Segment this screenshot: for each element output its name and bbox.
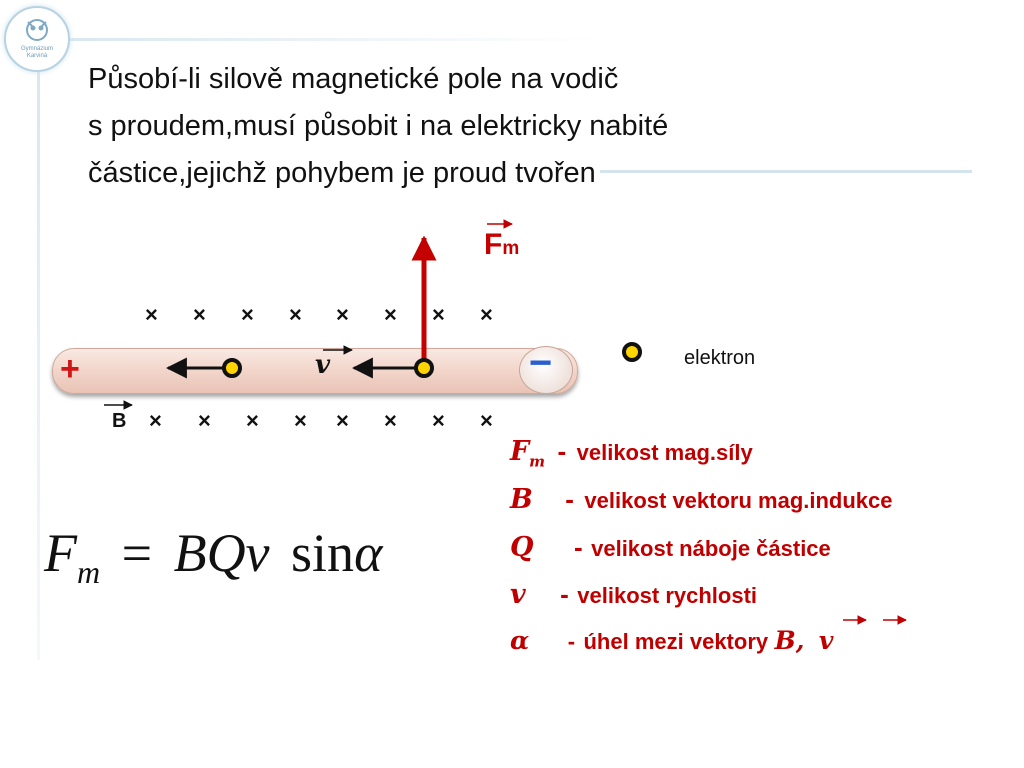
legend-row-v: v - velikost rychlosti bbox=[510, 579, 757, 610]
title-line-1: Působí-li silově magnetické pole na vodi… bbox=[88, 63, 619, 95]
cross-mark: × bbox=[193, 302, 206, 327]
legend-dash: - bbox=[565, 484, 574, 514]
formula-rhs-vars: BQv bbox=[173, 523, 270, 583]
legend-row-alpha: α - úhel mezi vektory B, v bbox=[510, 626, 833, 655]
cross-mark: × bbox=[480, 408, 493, 433]
formula-lhs: F bbox=[44, 523, 77, 583]
legend-dash: - bbox=[560, 579, 569, 609]
legend-dash: - bbox=[557, 436, 567, 466]
cross-mark: × bbox=[246, 408, 259, 433]
b-vector-label: B bbox=[112, 410, 127, 432]
title-line-3: částice,jejichž pohybem je proud tvořen bbox=[88, 157, 596, 189]
legend-row-q: Q - velikost náboje částice bbox=[510, 532, 831, 563]
plus-terminal: + bbox=[60, 350, 80, 388]
legend-dash: - bbox=[567, 629, 576, 654]
legend-text: velikost náboje částice bbox=[591, 536, 831, 561]
minus-terminal: − bbox=[529, 341, 553, 385]
formula-angle: α bbox=[354, 523, 383, 583]
title-line-2: s proudem,musí působit i na elektricky n… bbox=[88, 110, 669, 142]
legend-row-b: B - velikost vektoru mag.indukce bbox=[510, 484, 893, 515]
force-label: Fm bbox=[484, 228, 519, 262]
cross-mark: × bbox=[241, 302, 254, 327]
legend-text: úhel mezi vektory bbox=[583, 629, 769, 654]
electron-legend-label: elektron bbox=[684, 347, 756, 369]
legend-symbol: Fm bbox=[510, 436, 546, 471]
slide-title: Působí-li silově magnetické pole na vodi… bbox=[88, 56, 948, 197]
legend-vector-b: B, bbox=[774, 626, 805, 655]
legend-row-fm: Fm - velikost mag.síly bbox=[510, 436, 753, 470]
cross-mark: × bbox=[294, 408, 307, 433]
electron-dot bbox=[222, 358, 242, 378]
cross-mark: × bbox=[384, 408, 397, 433]
cross-mark: × bbox=[432, 302, 445, 327]
force-label-sub: m bbox=[502, 238, 520, 259]
cross-mark: × bbox=[336, 302, 349, 327]
legend-vector-v: v bbox=[818, 626, 834, 655]
legend-text: velikost rychlosti bbox=[577, 583, 758, 608]
cross-mark: × bbox=[149, 408, 162, 433]
minus-terminal-circle bbox=[519, 346, 573, 394]
slide-frame-horizontal bbox=[40, 38, 600, 41]
legend-text: velikost vektoru mag.indukce bbox=[584, 488, 893, 513]
electron-dot bbox=[414, 358, 434, 378]
legend-text: velikost mag.síly bbox=[576, 440, 753, 465]
force-label-main: F bbox=[484, 228, 503, 261]
velocity-label: v bbox=[315, 350, 331, 380]
cross-mark: × bbox=[432, 408, 445, 433]
cross-mark: × bbox=[480, 302, 493, 327]
cross-mark: × bbox=[289, 302, 302, 327]
formula-sin: sin bbox=[291, 523, 355, 583]
cross-mark: × bbox=[198, 408, 211, 433]
cross-mark: × bbox=[336, 408, 349, 433]
legend-symbol: Q bbox=[510, 532, 534, 563]
legend-symbol: α bbox=[510, 626, 530, 655]
cross-mark: × bbox=[145, 302, 158, 327]
logo-text: Gymnázium Karviná bbox=[20, 46, 53, 59]
electron-legend-dot bbox=[622, 342, 642, 362]
formula-lhs-sub: m bbox=[77, 553, 101, 590]
formula-equals: = bbox=[121, 523, 153, 583]
lorentz-force-formula: Fm = BQv sinα bbox=[44, 522, 382, 591]
owl-icon bbox=[26, 19, 48, 41]
school-logo: Gymnázium Karviná bbox=[4, 6, 70, 72]
slide-frame-vertical bbox=[37, 40, 40, 660]
legend-symbol: v bbox=[510, 579, 526, 610]
legend-symbol: B bbox=[510, 484, 533, 515]
conductor-rod bbox=[52, 348, 578, 394]
slide-frame-divider bbox=[600, 170, 972, 173]
cross-mark: × bbox=[384, 302, 397, 327]
legend-dash: - bbox=[573, 532, 583, 562]
